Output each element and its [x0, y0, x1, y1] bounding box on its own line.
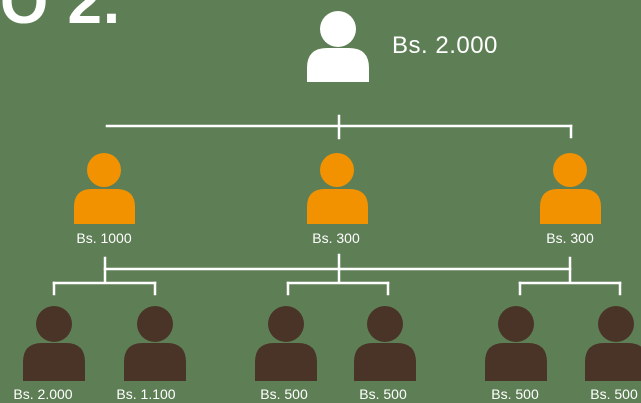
level2-amount-6: Bs. 500: [590, 386, 638, 402]
level1-amount-1: Bs. 1000: [76, 230, 132, 246]
level2-person-icon-4: [354, 306, 416, 381]
level2-person-icon-2: [124, 306, 186, 381]
level1-amount-3: Bs. 300: [546, 230, 594, 246]
level1-connector: [103, 253, 572, 283]
level2-connector: [52, 281, 622, 296]
level2-amount-5: Bs. 500: [491, 386, 539, 402]
level2-amount-4: Bs. 500: [359, 386, 407, 402]
level2-amount-3: Bs. 500: [260, 386, 308, 402]
root-connector: [105, 114, 573, 140]
level2-amount-1: Bs. 2.000: [13, 386, 73, 402]
level1-amount-2: Bs. 300: [312, 230, 360, 246]
level1-person-icon-3: [540, 153, 601, 224]
root-person-icon: [307, 11, 369, 82]
root-amount: Bs. 2.000: [392, 32, 498, 59]
level2-person-icon-5: [485, 306, 547, 381]
level2-person-icon-1: [23, 306, 85, 381]
level2-person-icon-3: [255, 306, 317, 381]
level2-person-icon-6: [585, 306, 641, 381]
section-heading: O 2.: [0, 0, 122, 37]
level2-amount-2: Bs. 1.100: [116, 386, 176, 402]
level1-person-icon-1: [74, 153, 135, 224]
level1-person-icon-2: [307, 153, 368, 224]
